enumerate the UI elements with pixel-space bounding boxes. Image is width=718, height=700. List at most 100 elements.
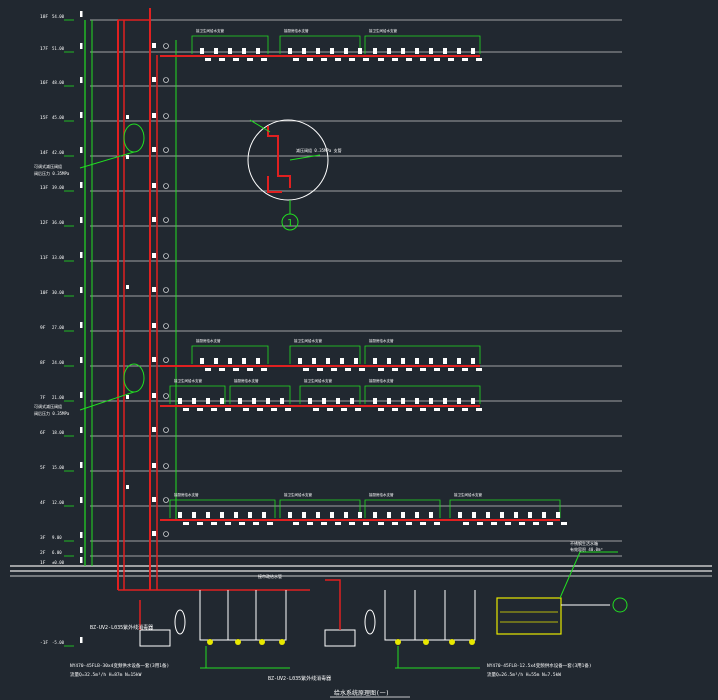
branch-pipes: 接卫生间给水支管接厨房给水支管接卫生间给水支管接厨房给水支管接卫生间给水支管接厨… xyxy=(160,28,567,525)
note-lower-1: 可调式减压阀组 xyxy=(34,403,62,409)
branch-label: 接卫生间给水支管 xyxy=(174,378,202,383)
equip-label-3: 流量Q=32.5m³/h H=87m N=15kW xyxy=(70,671,142,678)
floor-level: 9F 27.00 xyxy=(40,322,622,332)
equip-label-5: NY470-45FLB-12.5x4变频供水设备一套(3用1备) xyxy=(487,662,592,669)
floor-label: 8F xyxy=(40,360,46,366)
floor-elevation: 6.00 xyxy=(52,550,62,555)
floor-elevation: -5.00 xyxy=(52,640,65,645)
branch-label: 接厨房给水支管 xyxy=(234,378,259,383)
branch-row: 接卫生间给水支管 接厨房给水支管 接卫生间给水支管 xyxy=(160,28,482,61)
floor-elevation: 42.00 xyxy=(52,150,65,155)
floor-level: 3F 9.00 xyxy=(40,532,622,542)
floor-label: 18F xyxy=(40,14,48,20)
branch-label: 接厨房给水支管 xyxy=(284,28,309,33)
note-line-1: 可调式减压阀组 xyxy=(34,163,62,169)
note-lower-2: 阀后压力 0.35MPa xyxy=(34,410,70,416)
floor-label: 13F xyxy=(40,185,48,191)
floor-elevation: 48.00 xyxy=(52,80,65,85)
floor-elevation: 33.00 xyxy=(52,255,65,260)
floor-label: 17F xyxy=(40,46,48,52)
floor-label: 11F xyxy=(40,255,48,261)
note-line-2: 阀后压力 0.35MPa xyxy=(34,170,70,176)
floor-elevation: ±0.00 xyxy=(52,560,65,565)
floor-label: 9F xyxy=(40,325,46,331)
floor-elevation: 21.00 xyxy=(52,395,65,400)
main-risers xyxy=(84,8,310,591)
branch-label: 接厨房给水支管 xyxy=(174,492,199,497)
floor-level: 15F 45.00 xyxy=(40,112,622,122)
branch-label: 接卫生间给水支管 xyxy=(294,338,322,343)
main-supply-label: 接市政给水管 xyxy=(258,573,282,579)
equip-label-1: BZ-UV2-L035紫外线消毒器 xyxy=(90,624,153,631)
floor-level: 10F 30.00 xyxy=(40,287,622,297)
floor-label: 7F xyxy=(40,395,46,401)
floor-label: 4F xyxy=(40,500,46,506)
floor-label: 6F xyxy=(40,430,46,436)
floor-level: 5F 15.00 xyxy=(40,462,622,472)
floor-label: 14F xyxy=(40,150,48,156)
floor-elevation: 27.00 xyxy=(52,325,65,330)
equip-label-4: BZ-UV2-L035紫外线消毒器 xyxy=(268,675,331,682)
branch-row: 接卫生间给水支管 接厨房给水支管 接卫生间给水支管 接厨房给水支管 xyxy=(160,378,482,411)
floor-label: 1F xyxy=(40,560,46,566)
floor-elevation: 15.00 xyxy=(52,465,65,470)
branch-row: 接厨房给水支管 接卫生间给水支管 接厨房给水支管 xyxy=(160,338,482,371)
branch-label: 接卫生间给水支管 xyxy=(284,492,312,497)
tank-label-1: 不锈钢生活水箱 xyxy=(570,540,598,546)
tank-label-2: 有效容积 40.0m³ xyxy=(570,546,603,552)
floor-elevation: 51.00 xyxy=(52,46,65,51)
branch-label: 接厨房给水支管 xyxy=(196,338,221,343)
floor-level: -1F -5.00 xyxy=(40,637,83,647)
branch-label: 接厨房给水支管 xyxy=(369,338,394,343)
branch-label: 接厨房给水支管 xyxy=(369,378,394,383)
water-tank xyxy=(496,597,562,635)
floor-elevation: 45.00 xyxy=(52,115,65,120)
branch-label: 接卫生间给水支管 xyxy=(304,378,332,383)
floor-level: 17F 51.00 xyxy=(40,43,622,53)
prv-circle-lower: 可调式减压阀组 阀后压力 0.35MPa xyxy=(34,363,145,416)
floor-level: 14F 42.00 xyxy=(40,147,622,157)
floor-elevation: 39.00 xyxy=(52,185,65,190)
detail-callout-number: 1 xyxy=(287,218,293,229)
floor-level: 11F 33.00 xyxy=(40,252,622,262)
equip-label-6: 流量Q=26.5m³/h H=55m N=7.5kW xyxy=(487,671,561,678)
floor-label: -1F xyxy=(40,640,48,646)
floor-level: 13F 39.00 xyxy=(40,182,622,192)
floor-elevation: 54.00 xyxy=(52,14,65,19)
floor-level: 12F 36.00 xyxy=(40,217,622,227)
floor-label: 2F xyxy=(40,550,46,556)
floor-elevation: 9.00 xyxy=(52,535,62,540)
pump-room: 不锈钢生活水箱 有效容积 40.0m³ 接市政给水管 BZ-UV2-L035紫外… xyxy=(70,540,628,682)
drawing-title: 给水系统原理图(一) xyxy=(334,689,389,697)
riser-valves xyxy=(126,43,169,537)
floor-level: 16F 48.00 xyxy=(40,77,622,87)
prv-circle-upper: 可调式减压阀组 阀后压力 0.35MPa xyxy=(34,123,145,176)
branch-label: 接厨房给水支管 xyxy=(369,492,394,497)
detail-circle: 减压阀组 0.35MPa 支管 xyxy=(247,119,342,201)
floor-elevation: 36.00 xyxy=(52,220,65,225)
floor-elevation: 24.00 xyxy=(52,360,65,365)
detail-callout-text: 减压阀组 0.35MPa 支管 xyxy=(296,147,342,153)
floor-elevation: 30.00 xyxy=(52,290,65,295)
branch-label: 接卫生间给水支管 xyxy=(454,492,482,497)
floor-level: 2F 6.00 xyxy=(40,547,622,557)
branch-label: 接卫生间给水支管 xyxy=(196,28,224,33)
floor-label: 5F xyxy=(40,465,46,471)
branch-label: 接卫生间给水支管 xyxy=(369,28,397,33)
floor-elevation: 12.00 xyxy=(52,500,65,505)
floor-label: 10F xyxy=(40,290,48,296)
equip-label-2: NY470-45FLB-30x4变频供水设备一套(3用1备) xyxy=(70,662,169,669)
floor-label: 16F xyxy=(40,80,48,86)
floor-label: 12F xyxy=(40,220,48,226)
floor-level: 18F 54.00 xyxy=(40,11,622,21)
detail-callout-marker: 1 xyxy=(281,200,299,231)
branch-row: 接厨房给水支管 接卫生间给水支管 接厨房给水支管 接卫生间给水支管 xyxy=(160,492,567,525)
city-supply-marker xyxy=(612,597,628,613)
floor-label: 15F xyxy=(40,115,48,121)
ground-line xyxy=(10,565,712,577)
floor-level: 4F 12.00 xyxy=(40,497,622,507)
floor-label: 3F xyxy=(40,535,46,541)
